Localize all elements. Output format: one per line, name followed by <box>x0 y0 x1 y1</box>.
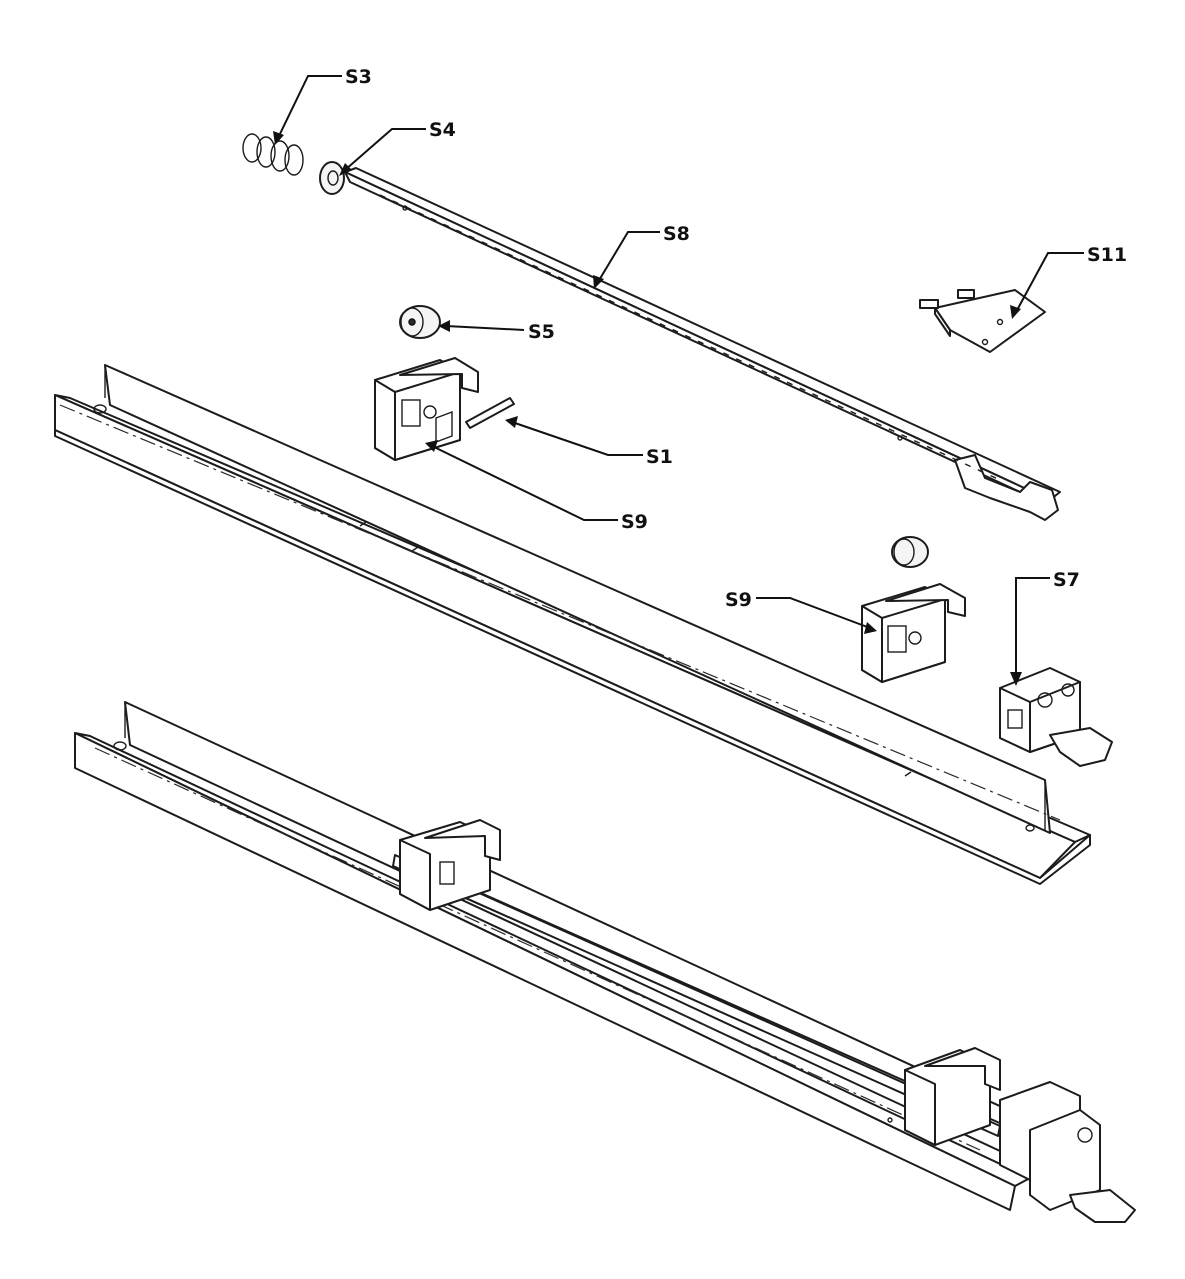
callout-s11: S11 <box>1087 244 1127 266</box>
bracket-s11 <box>919 289 1046 353</box>
carriage-block-s9-lower <box>861 583 966 683</box>
leader-s9-lower <box>756 597 877 634</box>
callout-s3: S3 <box>345 66 372 88</box>
callout-s4: S4 <box>429 119 456 141</box>
washer-s4 <box>319 161 345 195</box>
leader-s4 <box>339 128 426 176</box>
callout-s1: S1 <box>646 446 673 468</box>
callout-s9-upper: S9 <box>621 511 648 533</box>
spring-s3 <box>242 133 304 176</box>
callout-s7: S7 <box>1053 569 1080 591</box>
callout-s5: S5 <box>528 321 555 343</box>
roller-s5 <box>399 305 441 339</box>
channel-upper <box>54 364 1091 885</box>
carriage-block-s9-upper <box>374 357 479 461</box>
leader-s7 <box>1010 577 1050 686</box>
roller-lower <box>891 536 929 568</box>
leader-s5 <box>438 320 525 332</box>
leader-s9-upper <box>425 440 618 521</box>
pin-s1 <box>465 397 515 429</box>
leader-s3 <box>273 75 342 145</box>
channel-assembled <box>74 701 1136 1223</box>
leader-s1 <box>505 416 643 456</box>
leader-s11 <box>1010 252 1084 319</box>
leader-s8 <box>593 231 660 289</box>
callout-s8: S8 <box>663 223 690 245</box>
callout-s9-lower: S9 <box>725 589 752 611</box>
end-block-s7 <box>999 667 1113 767</box>
shaft-s8 <box>344 167 1061 521</box>
